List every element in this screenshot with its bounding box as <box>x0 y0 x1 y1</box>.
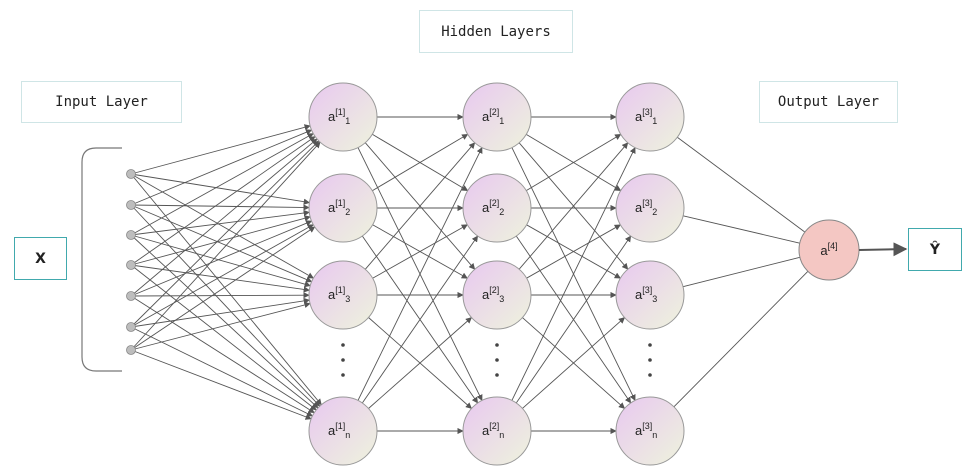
hidden-node: a[2]2 <box>462 173 532 243</box>
input-layer-label: Input Layer <box>21 81 182 123</box>
input-node <box>126 291 136 301</box>
connection-line <box>682 256 801 288</box>
hidden-node: a[1]n <box>308 396 378 466</box>
input-node <box>126 169 136 179</box>
svg-text:a[1]3: a[1]3 <box>328 285 350 304</box>
svg-text:a[2]2: a[2]2 <box>482 198 504 217</box>
connection-line <box>677 136 806 233</box>
connection-line <box>673 271 809 408</box>
connection-line <box>130 220 313 297</box>
connection-line <box>130 173 311 205</box>
connection-line <box>130 326 314 417</box>
svg-text:a[1]1: a[1]1 <box>328 107 350 126</box>
connection-line <box>130 292 310 299</box>
input-node <box>126 230 136 240</box>
connection-line <box>130 129 313 206</box>
svg-text:a[3]n: a[3]n <box>635 421 657 440</box>
hidden-node: a[2]3 <box>462 260 532 330</box>
svg-text:a[1]2: a[1]2 <box>328 198 350 217</box>
hidden-node: a[2]n <box>462 396 532 466</box>
connection-line <box>130 264 317 411</box>
connection-line <box>130 124 311 175</box>
connection-line <box>130 349 312 420</box>
connection-line <box>361 235 479 404</box>
hidden-node: a[3]1 <box>615 82 685 152</box>
hidden-layers-label: Hidden Layers <box>419 10 573 53</box>
ellipsis-dot <box>341 358 345 362</box>
connection-line <box>130 133 314 236</box>
connection-line <box>130 295 315 414</box>
hidden-node: a[3]n <box>615 396 685 466</box>
ellipsis-dot <box>648 343 652 347</box>
connection-line <box>364 142 476 270</box>
connection-line <box>130 215 311 266</box>
input-node <box>126 322 136 332</box>
connection-line <box>130 140 320 328</box>
svg-text:a[4]: a[4] <box>820 241 837 258</box>
input-node <box>126 260 136 270</box>
ellipsis-dot <box>341 343 345 347</box>
svg-text:a[3]3: a[3]3 <box>635 285 657 304</box>
output-layer-label: Output Layer <box>759 81 898 123</box>
connection-line <box>130 209 310 236</box>
connection-line <box>130 234 319 409</box>
hidden-node: a[1]2 <box>308 173 378 243</box>
ellipsis-dot <box>495 373 499 377</box>
output-arrow <box>858 242 908 257</box>
hidden-node: a[1]1 <box>308 82 378 152</box>
input-node <box>126 345 136 355</box>
connection-line <box>372 224 468 279</box>
hidden-node: a[3]3 <box>615 260 685 330</box>
connection-line <box>130 141 321 351</box>
connection-line <box>130 204 313 283</box>
hidden-node: a[3]2 <box>615 173 685 243</box>
connection-line <box>357 146 483 401</box>
svg-text:a[2]1: a[2]1 <box>482 107 504 126</box>
connection-line <box>522 317 626 409</box>
connection-line <box>130 204 310 211</box>
svg-text:a[3]1: a[3]1 <box>635 107 657 126</box>
connection-line <box>372 133 469 192</box>
hidden-node: a[2]1 <box>462 82 532 152</box>
connection-line <box>526 224 621 279</box>
connection-line <box>130 234 311 288</box>
hidden-nodes: a[1]1 a[1]2 a[1]3 a[1]n a[2]1 a[2]2 a[2]3 a[2]n… <box>308 82 685 466</box>
y-hat-output-box: Ŷ <box>908 228 962 271</box>
connection-line <box>130 226 316 351</box>
input-node <box>126 200 136 210</box>
ellipsis-dot <box>495 358 499 362</box>
ellipsis-dot <box>495 343 499 347</box>
svg-text:a[3]2: a[3]2 <box>635 198 657 217</box>
ellipsis-dots <box>341 343 652 377</box>
connection-line <box>130 204 321 407</box>
connection-line <box>130 224 314 328</box>
connection-line <box>130 138 318 297</box>
svg-text:a[2]3: a[2]3 <box>482 285 504 304</box>
connection-line <box>130 173 315 279</box>
connection-line <box>368 317 472 409</box>
svg-text:a[1]n: a[1]n <box>328 421 350 440</box>
x-input-box: X <box>14 237 67 280</box>
svg-text:a[2]n: a[2]n <box>482 421 504 440</box>
connection-line <box>130 297 311 328</box>
output-node: a[4] <box>798 219 860 281</box>
connection-line <box>515 235 632 404</box>
ellipsis-dot <box>648 358 652 362</box>
input-nodes <box>126 169 136 355</box>
connection-line <box>130 173 322 406</box>
connection-line <box>518 142 629 270</box>
hidden-node: a[1]3 <box>308 260 378 330</box>
connection-line <box>130 301 311 351</box>
connection-line <box>130 264 310 293</box>
input-bracket <box>81 147 122 372</box>
ellipsis-dot <box>648 373 652 377</box>
connection-line <box>130 136 316 266</box>
connection-lines <box>130 113 809 435</box>
connection-line <box>525 133 622 192</box>
ellipsis-dot <box>341 373 345 377</box>
connection-line <box>511 146 636 401</box>
connection-line <box>682 215 800 244</box>
